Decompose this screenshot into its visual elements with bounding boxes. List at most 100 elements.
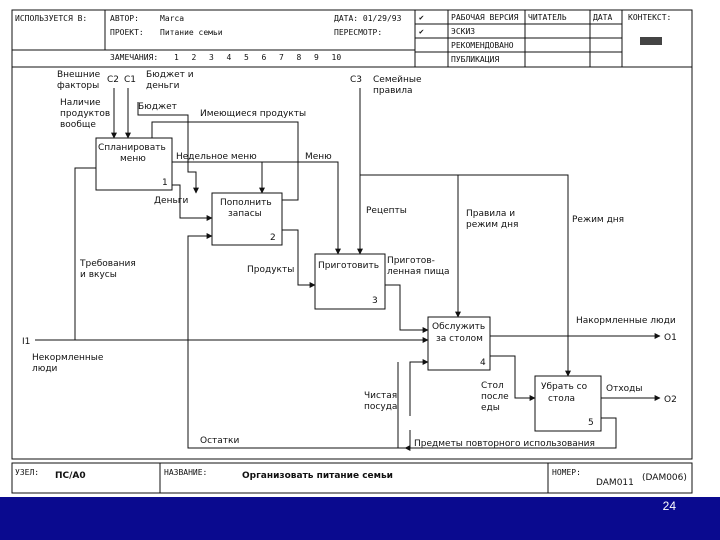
label-table-after-2: после xyxy=(481,392,509,402)
label-menu: Меню xyxy=(305,152,332,162)
label-weekly-menu: Недельное меню xyxy=(176,152,257,162)
label-leftovers: Остатки xyxy=(200,436,239,446)
box-2-label-line2: запасы xyxy=(228,209,262,219)
label-requirements-2: и вкусы xyxy=(80,270,117,280)
notes-number: 6 xyxy=(262,53,267,62)
label-hungry-people-1: Некормленные xyxy=(32,353,104,363)
label-products-availability-2: продуктов xyxy=(60,109,110,119)
title-label: НАЗВАНИЕ: xyxy=(164,468,207,477)
box-2-label-line1: Пополнить xyxy=(220,198,272,208)
notes-number: 4 xyxy=(227,53,232,62)
slide-footer-bar: 24 xyxy=(0,497,720,540)
label-products: Продукты xyxy=(247,265,294,275)
label-family-rules-2: правила xyxy=(373,86,413,96)
label-external-factors-1: Внешние xyxy=(57,70,101,80)
box-3-number: 3 xyxy=(372,296,378,306)
notes-number: 9 xyxy=(314,53,319,62)
revision-label: ПЕРЕСМОТР: xyxy=(334,28,382,37)
label-requirements-1: Требования xyxy=(79,259,136,269)
label-budget: Бюджет xyxy=(138,102,177,112)
box-2-number: 2 xyxy=(270,233,276,243)
page-number: 24 xyxy=(662,499,676,513)
box-4-label-line2: за столом xyxy=(436,334,483,344)
label-i1: I1 xyxy=(22,337,30,347)
label-products-availability-3: вообще xyxy=(60,120,96,130)
label-o2: O2 xyxy=(664,395,677,405)
diagram-frame xyxy=(11,66,693,460)
project-label: ПРОЕКТ: xyxy=(110,28,144,37)
author-value: Marca xyxy=(160,14,184,23)
arrow-weekly-menu xyxy=(172,161,265,194)
notes-number: 5 xyxy=(244,53,249,62)
arrow-requirements xyxy=(74,167,96,340)
arrow-leftovers xyxy=(187,233,411,449)
label-recipes: Рецепты xyxy=(366,206,407,216)
title-block xyxy=(11,462,693,494)
label-clean-dishes-1: Чистая xyxy=(364,391,397,401)
label-external-factors-2: факторы xyxy=(57,81,99,91)
arrow-money xyxy=(172,184,213,221)
status-working: РАБОЧАЯ ВЕРСИЯ xyxy=(451,13,519,22)
author-label: АВТОР: xyxy=(110,14,139,23)
label-table-after-1: Стол xyxy=(481,381,504,391)
activity-box-3: Приготовить 3 xyxy=(314,253,386,310)
activity-box-1: Спланировать меню 1 xyxy=(95,137,173,191)
arrow-table-after xyxy=(490,355,536,401)
node-label: УЗЕЛ: xyxy=(15,468,39,477)
arrow-available-products xyxy=(151,121,299,201)
box-5-number: 5 xyxy=(588,418,594,428)
label-cooked-food-1: Приготов- xyxy=(387,256,435,266)
label-available-products: Имеющиеся продукты xyxy=(200,109,306,119)
label-budget-money-1: Бюджет и xyxy=(146,70,194,80)
context-label: КОНТЕКСТ: xyxy=(628,13,671,22)
label-o1: O1 xyxy=(664,333,677,343)
activity-box-2: Пополнить запасы 2 xyxy=(211,192,283,246)
date2-label: ДАТА xyxy=(593,13,612,22)
number-alt: (DAM006) xyxy=(642,473,687,483)
context-thumbnail xyxy=(640,37,662,45)
notes-number: 8 xyxy=(297,53,302,62)
label-table-after-3: еды xyxy=(481,403,500,413)
check-mark-icon: ✔ xyxy=(419,27,424,36)
label-fed-people: Накормленные люди xyxy=(576,316,676,326)
box-5-label-line1: Убрать со xyxy=(541,382,588,392)
date-label: ДАТА: 01/29/93 xyxy=(334,14,402,23)
check-mark-icon: ✔ xyxy=(419,13,424,22)
arrow-budget xyxy=(137,102,199,194)
label-cooked-food-2: ленная пища xyxy=(387,267,450,277)
notes-label: ЗАМЕЧАНИЯ: xyxy=(110,53,158,62)
label-budget-money-2: деньги xyxy=(146,81,180,91)
label-c3: C3 xyxy=(350,75,362,85)
box-1-label-line1: Спланировать xyxy=(98,143,166,153)
box-5-label-line2: стола xyxy=(548,394,575,404)
number-label: НОМЕР: xyxy=(552,468,581,477)
label-family-rules-1: Семейные xyxy=(373,75,422,85)
label-waste: Отходы xyxy=(606,384,643,394)
box-1-number: 1 xyxy=(162,178,168,188)
label-c1: C1 xyxy=(124,75,136,85)
project-value: Питание семьи xyxy=(160,28,223,37)
notes-number: 2 xyxy=(192,53,197,62)
node-value: ПС/А0 xyxy=(55,471,86,481)
status-draft: ЭСКИЗ xyxy=(451,27,475,36)
notes-number: 7 xyxy=(279,53,284,62)
status-publication: ПУБЛИКАЦИЯ xyxy=(451,55,499,64)
status-recommended: РЕКОМЕНДОВАНО xyxy=(451,41,514,50)
arrow-reuse-items xyxy=(404,417,617,451)
notes-number: 1 xyxy=(174,53,179,62)
label-products-availability-1: Наличие xyxy=(60,98,101,108)
label-money: Деньги xyxy=(154,196,188,206)
arrow-products xyxy=(282,229,316,288)
box-3-label: Приготовить xyxy=(318,261,379,271)
label-c2: C2 xyxy=(107,75,119,85)
number-value: DAM011 xyxy=(596,478,634,488)
label-rules-schedule-2: режим дня xyxy=(466,220,518,230)
notes-number: 10 xyxy=(332,53,342,62)
arrow-clean-dishes xyxy=(409,359,429,416)
arrow-schedule xyxy=(458,174,571,377)
label-clean-dishes-2: посуда xyxy=(364,402,397,412)
label-hungry-people-2: люди xyxy=(32,364,58,374)
reader-label: ЧИТАТЕЛЬ xyxy=(528,13,567,22)
